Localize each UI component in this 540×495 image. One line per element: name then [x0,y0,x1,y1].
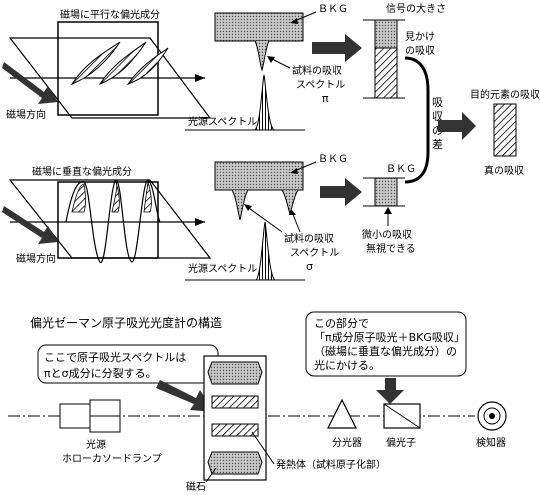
instrument-structure: 偏光ゼーマン原子吸光光度計の構造 ここで原子吸光スペクトルは πとσ成分に分裂す… [8,311,507,493]
tiny-abs-l1: 微小の吸収 [362,228,412,241]
spectrum-sigma: ＢＫＧ 試料の吸収 スペクトル σ 光源スペクトル [185,154,348,281]
sigma-symbol: σ [306,260,313,273]
callout-right: この部分で 「π成分原子吸光＋BKG吸収」 （磁場に垂直な偏光成分）の 光にかけ… [305,311,467,404]
apparent-abs-l2: の吸収 [405,45,435,57]
sigma-wave [65,179,161,263]
magnet-box-top [57,21,159,116]
sigma-abs-dips [215,189,303,221]
abs-diff-c2: 収 [432,110,443,123]
hollow-cathode-lamp: 光源 ホローカソードランプ [59,399,162,465]
detector-label: 検知器 [476,436,506,449]
target-abs-label: 目的元素の吸収 [470,88,540,101]
callout-right-l2: 「π成分原子吸光＋BKG吸収」 [314,330,465,344]
callout-left: ここで原子吸光スペクトルは πとσ成分に分裂する。 [37,344,219,412]
perpendicular-title: 磁場に垂直な偏光成分 [32,165,132,178]
signal-size-label: 信号の大きさ [386,2,446,15]
sample-abs-sigma-l1: 試料の吸収 [284,232,334,245]
signal-middle: ＢＫＧ 微小の吸収 無視できる [362,164,416,255]
bkg-label-signal: ＢＫＧ [386,164,416,175]
big-arrow-middle [320,178,362,206]
magnet-lower [207,451,263,475]
abs-diff-c3: の [432,124,443,137]
heater-label: 発熱体（試料原子化部） [276,458,386,471]
abs-diff-c1: 吸 [432,96,443,109]
beam-arrowhead-top [195,74,205,82]
field-direction-label-top: 磁場方向 [6,108,46,121]
field-direction-arrow-top [2,62,58,104]
polarizer-label: 偏光子 [386,436,416,449]
lamp-spectrum-label-top: 光源スペクトル [188,115,257,128]
spectrum-pi: ＢＫＧ 試料の吸収 スペクトル π 光源スペクトル [185,4,348,131]
big-arrow-top [312,34,362,62]
bkg-label-middle: ＢＫＧ [318,154,348,165]
bkg-label-top: ＢＫＧ [318,4,348,15]
perpendicular-panel: 磁場に垂直な偏光成分 磁場方向 [2,165,212,265]
mono-label: 分光器 [332,436,362,449]
magnet-assembly: 磁石 発熱体（試料原子化部） [186,355,386,493]
callout-left-l2: πとσ成分に分裂する。 [44,367,157,380]
lamp-label-l1: 光源 [86,438,106,451]
true-abs-result: 目的元素の吸収 真の吸収 [470,88,540,177]
pi-wave-lobes [70,41,169,86]
true-abs-label: 真の吸収 [484,164,524,177]
lamp-line-top [253,74,276,131]
signal-top: 信号の大きさ 見かけ の吸収 [363,2,446,99]
parallel-title: 磁場に平行な偏光成分 [60,8,160,21]
monochromator: 分光器 [327,398,362,449]
sample-abs-pi-l1: 試料の吸収 [292,64,342,77]
sample-abs-sigma-l2: スペクトル [290,247,339,259]
callout-right-l1: この部分で [314,316,369,330]
abs-diff-bracket: 吸 収 の 差 [404,56,476,184]
polarizer: 偏光子 [383,403,421,449]
pi-symbol: π [322,92,329,105]
perpendicular-plane [8,179,212,259]
callout-left-l1: ここで原子吸光スペクトルは [44,350,186,364]
magnet-upper [207,361,263,385]
tiny-abs-l2: 無視できる [366,242,416,255]
lamp-label-l2: ホローカソードランプ [62,453,162,465]
magnet-label: 磁石 [186,480,206,493]
parallel-panel: 磁場に平行な偏光成分 磁場方向 [2,8,212,121]
pi-abs-dip [215,40,303,72]
detector: 検知器 [476,401,507,449]
abs-diff-c4: 差 [432,137,443,151]
lamp-spectrum-label-middle: 光源スペクトル [188,262,257,275]
structure-title: 偏光ゼーマン原子吸光光度計の構造 [30,315,222,330]
bkg-bar-top [214,12,304,42]
field-direction-arrow-middle [2,206,58,244]
field-direction-label-middle: 磁場方向 [16,252,56,265]
sample-abs-pi-l2: スペクトル [296,79,345,91]
apparent-abs-l1: 見かけ [405,31,435,43]
callout-right-l4: 光にかける。 [314,358,380,372]
callout-right-l3: （磁場に垂直な偏光成分）の [314,344,457,358]
lamp-line-middle [254,221,277,281]
